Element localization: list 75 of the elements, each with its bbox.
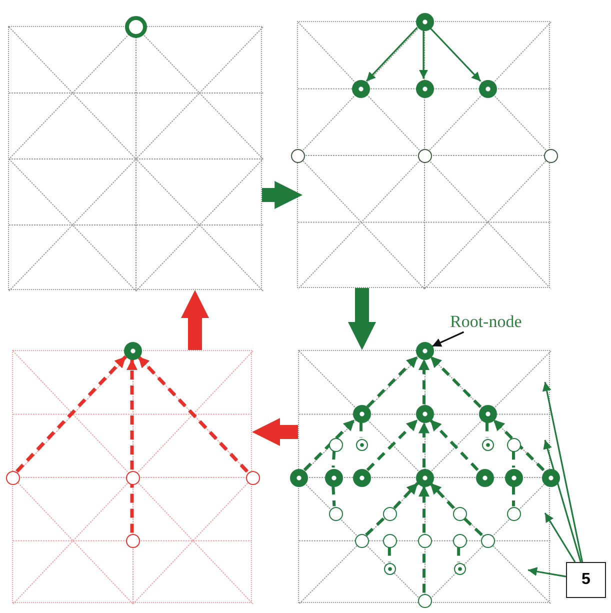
block-arrow: [181, 290, 209, 350]
dotted-circle: [482, 438, 494, 451]
open-circle: [507, 507, 522, 522]
filled-circle: [479, 405, 497, 424]
dashed-line: [512, 450, 515, 468]
open-circle: [383, 507, 398, 522]
filled-circle: [416, 342, 434, 360]
callout-box: 5: [566, 562, 606, 598]
dashed-arrow: [429, 355, 482, 408]
dotted-circle: [384, 563, 396, 576]
block-arrow: [252, 418, 298, 446]
dashed-arrow: [418, 422, 430, 468]
open-circle: [355, 534, 369, 548]
dotted-circle: [454, 563, 466, 576]
open-circle: [544, 148, 558, 162]
filled-circle: [353, 405, 371, 424]
dashed-arrow: [126, 359, 138, 470]
filled-circle: [352, 80, 370, 98]
filled-circle: [324, 468, 343, 486]
leader-line: [544, 512, 576, 562]
filled-circle: [416, 405, 434, 424]
open-circle: [126, 470, 140, 484]
filled-circle: [416, 468, 434, 486]
open-circle: [507, 438, 522, 452]
dashed-line: [365, 516, 386, 536]
open-circle: [418, 534, 432, 548]
ring-circle: [125, 16, 147, 38]
filled-circle: [476, 468, 494, 486]
dashed-line: [130, 484, 134, 533]
filled-circle: [542, 468, 560, 486]
open-circle: [383, 534, 398, 548]
leader-line: [543, 440, 582, 562]
dashed-arrow: [418, 359, 430, 404]
filled-circle: [124, 342, 142, 360]
open-circle: [126, 534, 140, 548]
filled-circle: [416, 13, 434, 31]
dotted-circle: [356, 438, 368, 451]
filled-circle: [505, 468, 524, 486]
filled-circle: [290, 468, 308, 486]
dashed-arrow: [418, 486, 430, 533]
open-circle: [481, 534, 495, 548]
open-circle: [452, 534, 467, 548]
dashed-arrow: [303, 418, 356, 472]
open-circle: [452, 507, 467, 522]
dashed-line: [332, 450, 336, 468]
filled-circle: [353, 468, 371, 486]
open-circle: [418, 594, 432, 608]
leader-line: [542, 382, 584, 562]
dashed-arrow: [393, 482, 419, 510]
dashed-line: [332, 485, 336, 506]
leader-line: [528, 567, 566, 578]
block-arrow: [348, 288, 376, 350]
open-circle: [328, 438, 343, 452]
dashed-arrow: [16, 355, 128, 473]
block-arrow: [262, 181, 303, 209]
arrow: [419, 30, 428, 79]
open-circle: [291, 148, 305, 162]
arrow: [366, 26, 418, 82]
open-circle: [418, 148, 432, 162]
dashed-arrow: [366, 355, 419, 408]
dashed-arrow: [136, 355, 248, 473]
dashed-line: [512, 486, 515, 506]
dashed-line: [462, 516, 483, 536]
filled-circle: [478, 80, 497, 98]
dashed-arrow: [366, 418, 419, 472]
open-circle: [246, 470, 260, 484]
filled-circle: [416, 80, 434, 98]
dashed-arrow: [429, 482, 455, 510]
leader-line: [432, 331, 464, 348]
arrow: [429, 26, 482, 82]
node-label: Root-node: [450, 312, 522, 332]
open-circle: [6, 470, 20, 484]
dashed-arrow: [492, 418, 545, 472]
dashed-arrow: [429, 418, 479, 472]
open-circle: [328, 507, 343, 522]
